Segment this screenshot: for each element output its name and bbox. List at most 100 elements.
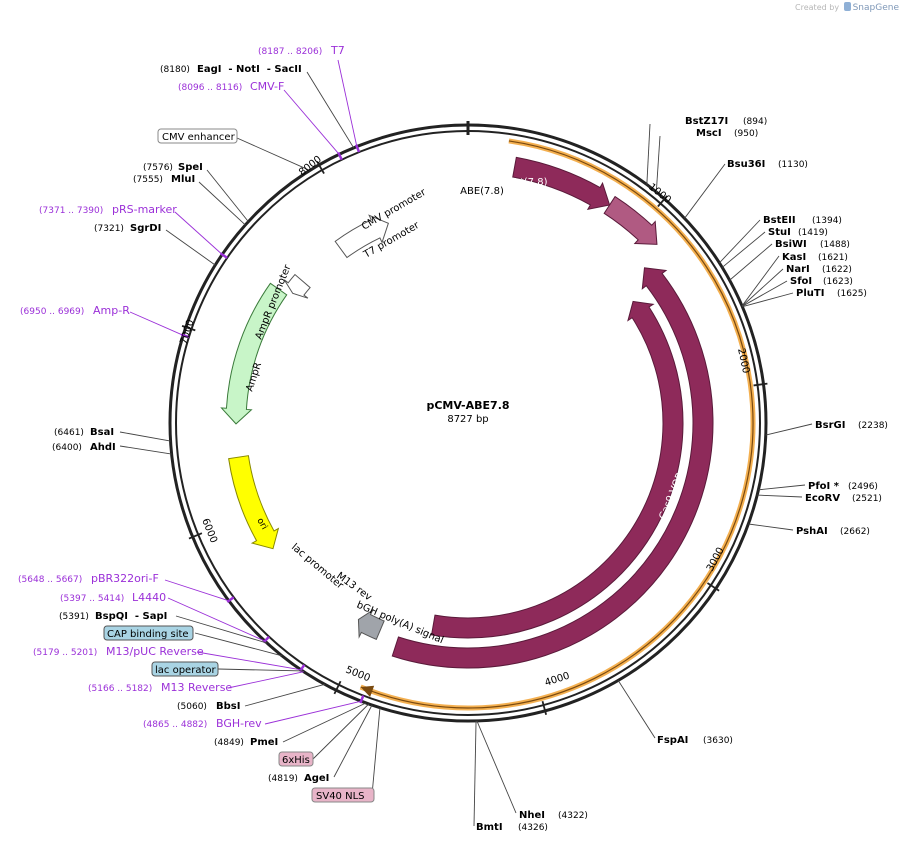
tick-5000	[333, 680, 342, 695]
label-bmti-name: BmtI	[476, 822, 503, 833]
label-mlui-name: MluI	[171, 174, 195, 185]
label-pfoi-num: (2496)	[848, 482, 878, 492]
label-agei-name: AgeI	[304, 773, 329, 784]
orange-track-arrow	[360, 685, 375, 698]
leader-line	[206, 169, 249, 222]
label-l4440-name: L4440	[132, 591, 166, 604]
label-kasi-num: (1621)	[818, 253, 848, 263]
features-layer	[180, 144, 714, 704]
leader-line	[244, 683, 325, 707]
label-bstz17i-name: BstZ17I	[685, 116, 728, 127]
label-nari-num: (1622)	[822, 265, 852, 275]
tick-7000	[181, 325, 196, 332]
label-m13puc-num: (5179 .. 5201)	[33, 648, 97, 658]
credit-brand: SnapGene	[852, 3, 899, 13]
m13puc-site-mark	[298, 664, 306, 673]
label-bbsi-num: (5060)	[177, 702, 207, 712]
tick-4000	[541, 700, 548, 715]
feature-ori	[228, 455, 280, 550]
label-stui-name: StuI	[768, 227, 791, 238]
leader-line	[741, 255, 780, 307]
tick-marks	[181, 121, 768, 715]
tick-3000	[706, 582, 720, 592]
leader-line	[198, 181, 246, 226]
leader-line	[194, 632, 283, 657]
feature-ampr	[220, 282, 288, 425]
tick-8000	[316, 160, 325, 175]
leader-line	[758, 484, 806, 491]
leader-line	[719, 219, 761, 264]
leader-line	[236, 137, 311, 171]
tick-2000	[753, 382, 768, 387]
leader-line	[684, 163, 726, 219]
label-spei-num: (7576)	[143, 163, 173, 173]
leader-line	[217, 668, 303, 672]
label-bghrev-num: (4865 .. 4882)	[143, 720, 207, 730]
label-6xhis: 6xHis	[282, 755, 310, 766]
feature-tada	[512, 156, 611, 211]
label-bsteii-name: BstEII	[763, 215, 796, 226]
label-eagi-num: (8180)	[160, 65, 190, 75]
label-bsu36i-name: Bsu36I	[727, 159, 765, 170]
label-bsai-name: BsaI	[90, 427, 114, 438]
tada78-label: TadA*(7.8)	[494, 177, 548, 188]
label-pshai-num: (2662)	[840, 527, 870, 537]
label-pluti-num: (1625)	[837, 289, 867, 299]
label-ampr-primer-num: (6950 .. 6969)	[20, 307, 84, 317]
sv40-nls-box	[311, 787, 375, 803]
label-pbr-num: (5648 .. 5667)	[18, 575, 82, 585]
leader-line	[473, 720, 477, 827]
label-sgrdi-name: SgrDI	[130, 223, 161, 234]
leader-line	[617, 680, 656, 739]
label-eagi-name: EagI - NotI - SacII	[197, 64, 302, 75]
feature-cas9vqr	[391, 267, 714, 669]
leader-line	[646, 123, 651, 185]
label-m13rev-name: M13 Reverse	[161, 681, 232, 694]
leader-line	[306, 71, 355, 149]
label-pmei-name: PmeI	[250, 737, 278, 748]
label-kasi-name: KasI	[782, 252, 806, 263]
leader-line	[741, 280, 788, 307]
label-bsrgi-name: BsrGI	[815, 420, 845, 431]
leader-line	[729, 243, 773, 281]
leader-line	[741, 268, 784, 307]
right-labels: BstZ17I (894) MscI (950) Bsu36I (1130) B…	[476, 116, 888, 833]
label-bsiwi-name: BsiWI	[775, 239, 807, 250]
leader-line	[721, 231, 766, 268]
label-pfoi-name: PfoI *	[808, 481, 840, 492]
label-bsrgi-num: (2238)	[858, 421, 888, 431]
leader-line	[748, 523, 794, 531]
his-tag-box	[278, 751, 314, 767]
feature-tada78	[603, 195, 658, 245]
label-mlui-num: (7555)	[133, 175, 163, 185]
leader-line	[757, 494, 803, 498]
label-sfoi-name: SfoI	[790, 276, 812, 287]
leader-line	[164, 579, 230, 602]
leader-line	[333, 704, 373, 778]
tick-label-6000: 6000	[199, 517, 219, 545]
label-ecorv-num: (2521)	[852, 494, 882, 504]
leader-line	[371, 707, 381, 796]
cmv-enhancer-box	[157, 128, 238, 144]
label-prs-name: pRS-marker	[112, 203, 177, 216]
cas9-d10a-label: Cas9(D10A)	[611, 447, 640, 507]
leader-line	[742, 292, 794, 308]
label-m13rev-num: (5166 .. 5182)	[88, 684, 152, 694]
leader-line	[283, 89, 340, 155]
label-cmvf-num: (8096 .. 8116)	[178, 83, 242, 93]
tick-label-3000: 3000	[705, 546, 727, 574]
lac-promoter-label: lac promoter	[289, 542, 346, 592]
label-bmti-num: (4326)	[518, 823, 548, 833]
leader-lines	[119, 59, 813, 827]
cap-binding-box	[103, 625, 194, 641]
label-bghrev-name: BGH-rev	[216, 717, 262, 730]
label-nhei-num: (4322)	[558, 811, 588, 821]
leader-line	[264, 700, 362, 725]
feature-bgh	[357, 608, 385, 641]
label-msci-num: (950)	[734, 129, 758, 139]
label-pbr-name: pBR322ori-F	[91, 572, 159, 585]
label-nhei-name: NheI	[519, 810, 545, 821]
tick-label-7000: 7000	[178, 318, 196, 346]
label-bspqi-name: BspQI - SapI	[95, 611, 167, 622]
